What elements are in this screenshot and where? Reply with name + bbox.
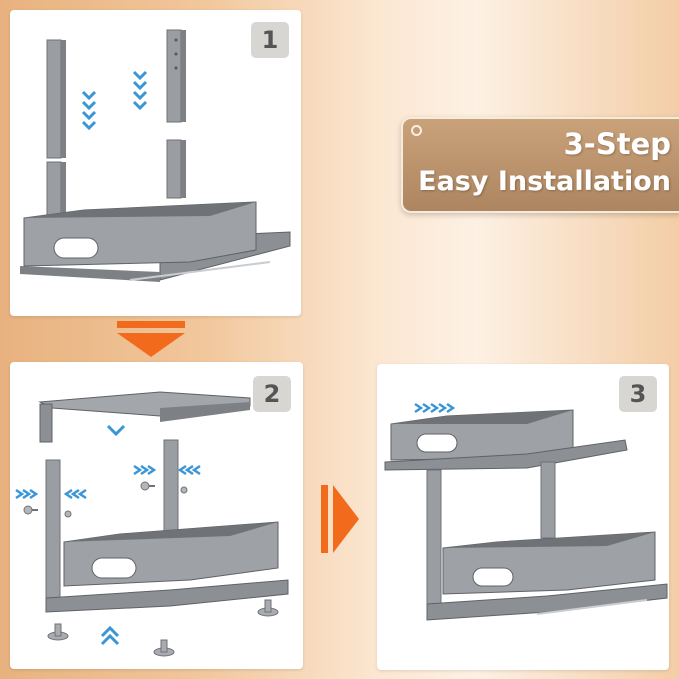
chevron-right-icon [414, 402, 456, 414]
chevron-down-icon [81, 90, 97, 131]
step-1-panel: 1 [10, 10, 301, 316]
step-1-illustration [20, 29, 291, 282]
foot-icon [47, 599, 279, 657]
chevron-right-icon [15, 464, 157, 500]
chevron-down-icon [132, 70, 148, 111]
step-3-badge: 3 [619, 376, 657, 412]
chevron-down-icon [106, 424, 126, 437]
chevron-up-icon [100, 625, 120, 646]
chevron-left-icon [63, 464, 201, 500]
step-3-illustration [384, 402, 668, 621]
step-2-illustration [15, 391, 289, 657]
arrow-right-icon [321, 485, 359, 553]
title-card: 3-Step Easy Installation [401, 117, 679, 213]
step-2-badge: 2 [253, 376, 291, 412]
title-line-1: 3-Step [563, 127, 671, 161]
screw-icon [23, 481, 188, 518]
step-3-panel: 3 [377, 364, 669, 670]
hang-hole-icon [411, 125, 422, 136]
arrow-down-icon [117, 321, 185, 357]
step-2-panel: 2 [10, 362, 303, 669]
step-1-badge: 1 [251, 22, 289, 58]
title-line-2: Easy Installation [418, 166, 671, 197]
